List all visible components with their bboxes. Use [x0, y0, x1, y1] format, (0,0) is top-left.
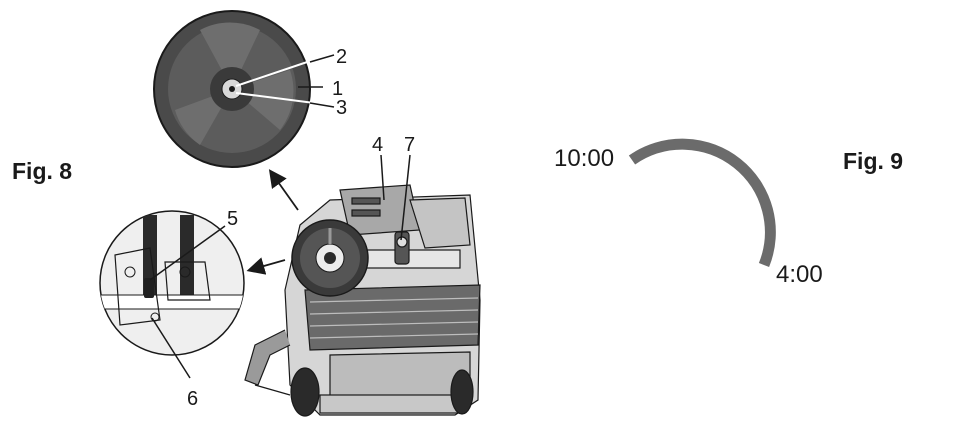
callout-7: 7: [404, 134, 415, 156]
machine-body: [244, 184, 481, 416]
wheel-callout-leaders: [235, 56, 323, 105]
wheel-callout-leaders-outer: [298, 54, 335, 108]
wheel-detail: [153, 10, 311, 168]
machine-wheels: [290, 367, 474, 417]
latch-callout-leaders: [149, 225, 226, 379]
callout-4: 4: [372, 134, 383, 156]
latch-detail: [99, 210, 245, 356]
arrow-to-latch-detail: [246, 257, 286, 275]
callout-6: 6: [187, 388, 198, 410]
end-time-label: 4:00: [776, 261, 823, 288]
arrow-to-wheel-detail: [268, 169, 299, 211]
callout-3: 3: [336, 97, 347, 119]
callout-2: 2: [336, 46, 347, 68]
machine-side-wheel: [291, 219, 369, 297]
start-time-label: 10:00: [554, 145, 614, 172]
machine-callout-leaders: [380, 154, 411, 241]
callout-5: 5: [227, 208, 238, 230]
fig-9-label: Fig. 9: [843, 148, 904, 174]
fig-8-label: Fig. 8: [12, 158, 73, 184]
rotation-arc: [628, 138, 776, 268]
callout-1: 1: [332, 78, 343, 100]
